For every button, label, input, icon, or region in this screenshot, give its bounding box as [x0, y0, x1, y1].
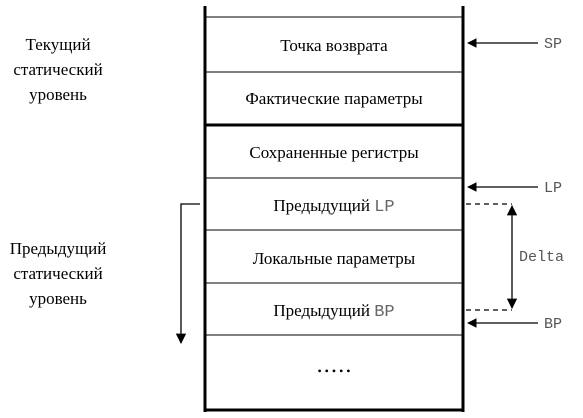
cell-saved-registers: Сохраненные регистры	[249, 143, 419, 162]
label-current-level-2: статический	[13, 60, 102, 79]
cell-local-params: Локальные параметры	[253, 249, 416, 268]
delta-label: Delta	[519, 249, 564, 266]
previous-frame-down-arrow	[175, 203, 200, 345]
sp-label: SP	[544, 36, 562, 53]
label-current-level-1: Текущий	[25, 35, 90, 54]
bp-label: BP	[544, 316, 562, 333]
cell-prev-lp-code: LP	[374, 198, 394, 217]
lp-label: LP	[544, 180, 562, 197]
label-current-level-3: уровень	[29, 85, 87, 104]
label-previous-level-2: статический	[13, 264, 102, 283]
cell-ellipsis: • • • • •	[317, 364, 350, 378]
cell-prev-lp: Предыдущий LP	[273, 196, 394, 217]
cell-prev-bp: Предыдущий BP	[273, 301, 394, 322]
cell-prev-bp-text: Предыдущий	[273, 301, 374, 320]
cell-prev-lp-text: Предыдущий	[273, 196, 374, 215]
label-previous-level-3: уровень	[29, 289, 87, 308]
cell-return-point: Точка возврата	[280, 36, 388, 55]
cell-actual-params: Фактические параметры	[245, 89, 423, 108]
label-previous-level-1: Предыдущий	[10, 239, 107, 258]
cell-prev-bp-code: BP	[374, 303, 394, 322]
